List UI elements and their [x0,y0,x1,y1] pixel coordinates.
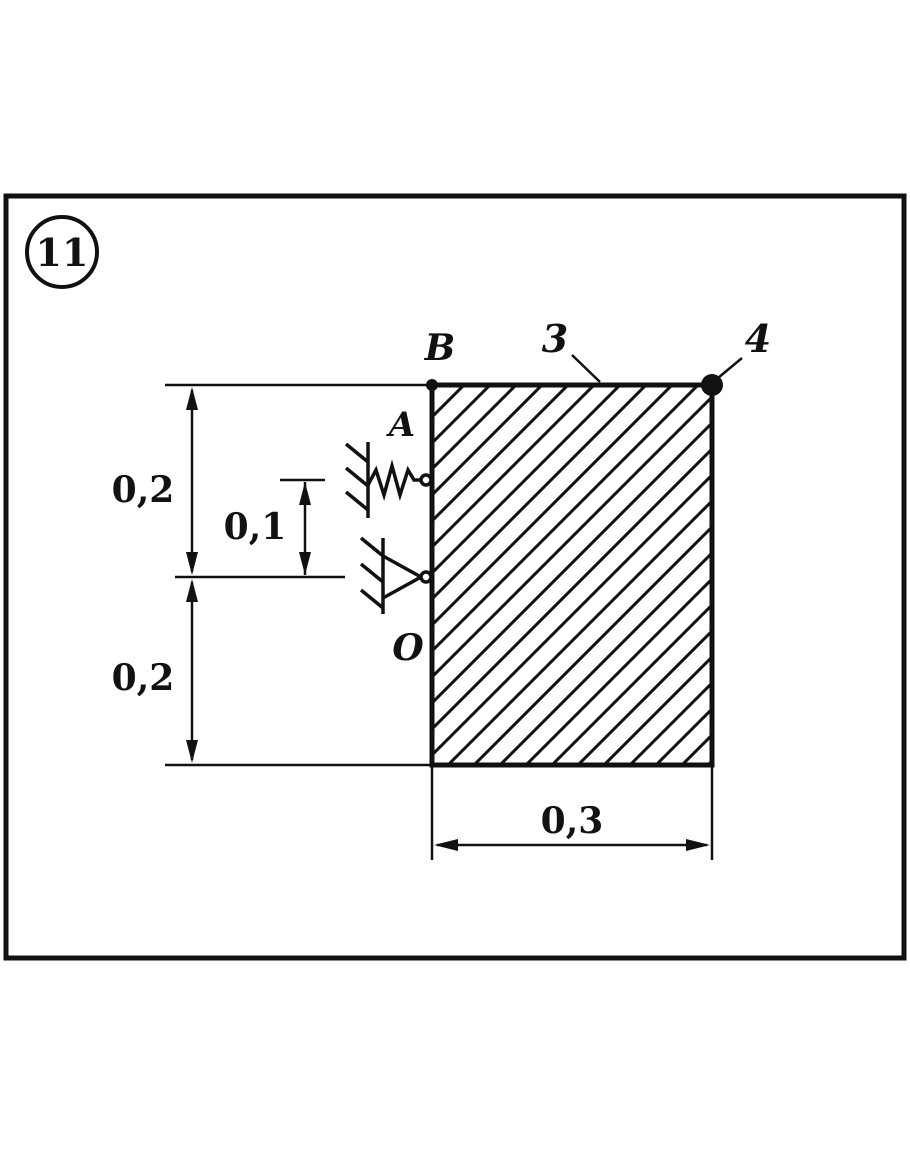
plate-hatching [32,365,910,765]
hatch-line [576,628,712,765]
hatch-line [524,576,712,765]
hatch-line [498,550,712,765]
frame [3,193,907,961]
hinge-support [359,536,433,614]
hatch-line [432,385,545,498]
dim-lower-height: 0,2 [112,657,175,699]
leader-4 [717,357,743,379]
hatch-line [602,654,712,765]
spring-support [344,442,433,518]
label-a: A [386,405,415,445]
hatch-line [654,706,712,765]
hatch-line [432,420,712,706]
label-plate-3: 3 [542,316,568,361]
hatch-line [550,602,712,765]
figure-number: 11 [36,230,89,275]
label-mass-4: 4 [745,316,771,361]
hatch-line [760,365,910,765]
hatch-line [432,385,623,576]
leader-3 [571,354,601,383]
hatch-line [432,385,701,654]
hatch-line [812,365,910,765]
hatch-line [838,365,910,765]
hatch-line [432,385,493,446]
plate [32,365,910,768]
point-b-dot [426,379,438,391]
hatch-line [432,394,712,680]
hatch-line [432,385,467,420]
dim-spring-offset: 0,1 [224,506,287,548]
label-b: B [424,327,455,369]
hatch-line [432,446,712,732]
hatch-line [432,385,649,602]
spring [366,459,421,502]
hatch-line [734,365,910,765]
hatch-line [432,472,712,758]
hatch-line [32,365,432,765]
figure-number-badge: 11 [25,215,99,289]
hatch-line [432,385,571,524]
dimension-lines [165,383,714,860]
hatch-line [432,385,597,550]
hatch-line [680,732,712,765]
hatch-line [628,680,712,765]
hatch-line [432,385,519,472]
label-o: O [392,627,424,669]
dim-upper-height: 0,2 [112,469,175,511]
mass-4-dot [701,374,723,396]
hatch-line [706,758,712,765]
hatch-line [890,365,910,765]
hatch-line [432,385,675,628]
hatch-line [446,498,712,765]
dimension-arrows [186,387,710,851]
dim-width: 0,3 [541,800,604,842]
hatch-line [786,365,910,765]
hatch-line [472,524,712,765]
